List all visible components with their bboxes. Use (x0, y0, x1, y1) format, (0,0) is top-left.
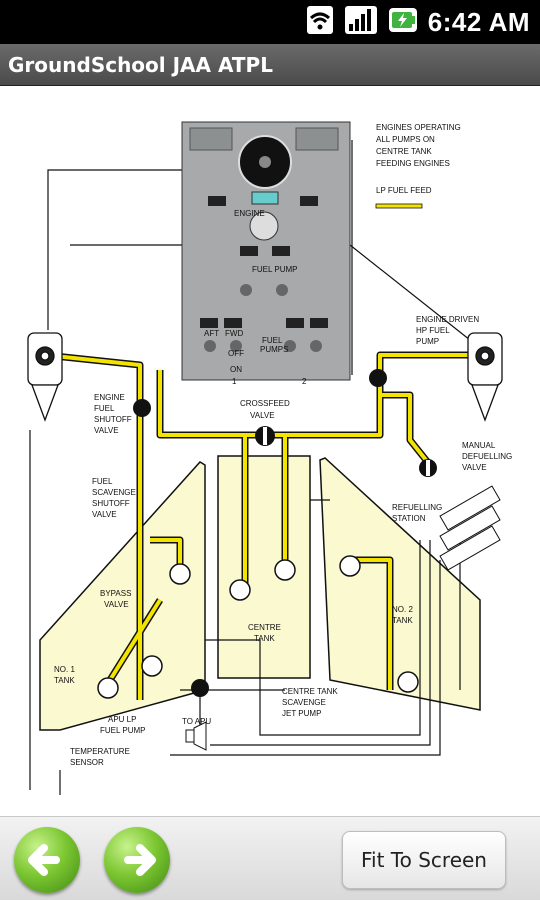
pump (397, 671, 419, 693)
label-bypass: BYPASS (100, 589, 131, 598)
panel-fwd-label: FWD (225, 329, 243, 338)
centre-tank (217, 455, 311, 679)
label-refuelling: REFUELLING (392, 503, 442, 512)
panel-engine-label: ENGINE (234, 209, 265, 218)
label-hp-fuel: HP FUEL (416, 326, 450, 335)
no1-tank (39, 461, 206, 731)
panel-pumps-label: PUMPS (260, 345, 288, 354)
label-jet-pump: JET PUMP (282, 709, 321, 718)
pump (274, 559, 296, 581)
app-title: GroundSchool JAA ATPL (8, 52, 273, 77)
label-station: STATION (392, 514, 426, 523)
panel-on-label: ON (230, 365, 242, 374)
legend-swatch (375, 203, 423, 209)
label-crossfeed-valve: VALVE (250, 411, 275, 420)
label-fuel: FUEL (94, 404, 115, 413)
back-button[interactable] (14, 827, 80, 893)
label-scav-shutoff: SHUTOFF (92, 499, 130, 508)
apu-icon (185, 721, 207, 751)
label-centre-tank: TANK (254, 634, 275, 643)
engine-1 (27, 332, 63, 422)
title-bar: GroundSchool JAA ATPL (0, 44, 540, 86)
engine-2-shutoff-valve (369, 369, 387, 387)
legend-line2: ALL PUMPS ON (376, 135, 435, 144)
label-to-apu: TO APU (182, 717, 211, 726)
label-crossfeed: CROSSFEED (240, 399, 290, 408)
label-apu-lp: APU LP (108, 715, 136, 724)
label-engine: ENGINE (94, 393, 125, 402)
label-centre: CENTRE (248, 623, 281, 632)
panel-fuel-label: FUEL (262, 336, 283, 345)
panel-aft-label: AFT (204, 329, 219, 338)
label-bypass-valve: VALVE (104, 600, 129, 609)
panel-num2-label: 2 (302, 377, 307, 386)
forward-button[interactable] (104, 827, 170, 893)
battery-charging-icon (388, 5, 418, 39)
legend-lp-feed: LP FUEL FEED (376, 186, 432, 195)
pump (141, 655, 163, 677)
legend-line1: ENGINES OPERATING (376, 123, 461, 132)
engine-1-shutoff-valve (133, 399, 151, 417)
label-temperature: TEMPERATURE (70, 747, 130, 756)
pump (169, 563, 191, 585)
fit-to-screen-button[interactable]: Fit To Screen (342, 831, 506, 889)
label-engine-driven: ENGINE DRIVEN (416, 315, 479, 324)
refuelling-station (439, 485, 501, 571)
arrow-left-icon (28, 844, 60, 876)
label-apu-pump: FUEL PUMP (100, 726, 146, 735)
label-manual-valve: VALVE (462, 463, 487, 472)
arrow-right-icon (124, 844, 156, 876)
label-no2-tank: TANK (392, 616, 413, 625)
no2-tank (319, 457, 481, 711)
panel-fuelpump-label: FUEL PUMP (252, 265, 298, 274)
engine-2 (467, 332, 503, 422)
wifi-icon (306, 5, 334, 39)
label-scav-fuel: FUEL (92, 477, 113, 486)
label-jet-scavenge: SCAVENGE (282, 698, 326, 707)
signal-icon (344, 5, 378, 39)
label-jet-centre: CENTRE TANK (282, 687, 338, 696)
label-no2: NO. 2 (392, 605, 413, 614)
label-scav-valve: VALVE (92, 510, 117, 519)
label-defuelling: DEFUELLING (462, 452, 512, 461)
pump (97, 677, 119, 699)
label-pump: PUMP (416, 337, 439, 346)
panel-off-label: OFF (228, 349, 244, 358)
legend-line3: CENTRE TANK (376, 147, 432, 156)
pump (339, 555, 361, 577)
label-valve: VALVE (94, 426, 119, 435)
fuel-system-diagram[interactable]: ENGINE FUEL PUMP AFT FWD FUEL PUMPS OFF … (0, 86, 540, 816)
apu-valve (191, 679, 209, 697)
label-scav: SCAVENGE (92, 488, 136, 497)
diagram-viewport[interactable]: ENGINE FUEL PUMP AFT FWD FUEL PUMPS OFF … (0, 86, 540, 816)
panel-num1-label: 1 (232, 377, 237, 386)
bottom-toolbar: Fit To Screen (0, 816, 540, 900)
label-manual: MANUAL (462, 441, 496, 450)
legend-line4: FEEDING ENGINES (376, 159, 450, 168)
pump (229, 579, 251, 601)
label-no1-tank: TANK (54, 676, 75, 685)
clock: 6:42 AM (427, 6, 530, 37)
status-bar: 6:42 AM (0, 0, 540, 44)
label-shutoff: SHUTOFF (94, 415, 132, 424)
label-no1: NO. 1 (54, 665, 75, 674)
label-sensor: SENSOR (70, 758, 104, 767)
